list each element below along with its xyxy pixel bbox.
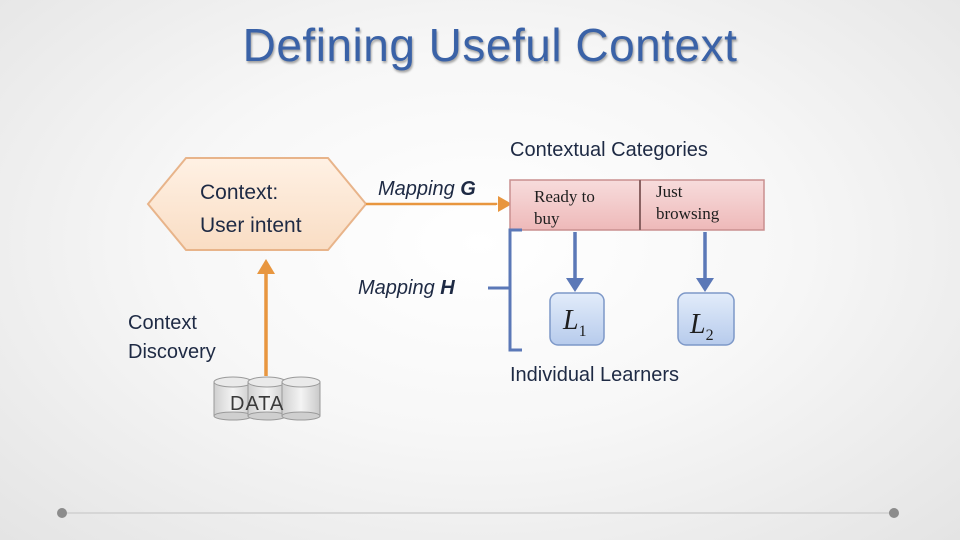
category-2-line2: browsing — [656, 204, 720, 223]
categories-container — [509, 179, 765, 231]
learner-l2-symbol: L2 — [689, 309, 714, 344]
data-store: DATA — [213, 376, 321, 421]
slide-title: Defining Useful Context — [242, 19, 738, 71]
contextual-categories-label: Contextual Categories — [510, 139, 708, 161]
data-cylinder-1 — [213, 376, 253, 421]
learner-l1-symbol: L1 — [562, 305, 587, 340]
bottom-dot-left — [57, 508, 67, 518]
category-boxes: Ready to buy Just browsing — [509, 179, 765, 231]
mapping-h-label: Mapping H — [358, 277, 455, 299]
arrow-to-l1-head — [566, 278, 584, 292]
bottom-rule — [57, 508, 899, 518]
discovery-arrowhead — [257, 259, 275, 274]
context-node: Context: User intent — [146, 157, 368, 251]
mapping-g-arrowhead — [498, 196, 512, 212]
mapping-h-bracket: Mapping H — [358, 228, 522, 352]
context-discovery-line2: Discovery — [128, 341, 216, 363]
mapping-h-bracket-line — [508, 228, 522, 352]
learner-l1-box — [549, 292, 605, 346]
learner-l1: L1 — [549, 292, 605, 346]
data-cylinder-2 — [247, 376, 287, 421]
learner-l2: L2 — [677, 292, 735, 346]
context-discovery-line1: Context — [128, 312, 197, 334]
data-label: DATA — [230, 393, 284, 415]
mapping-g-label: Mapping G — [378, 178, 476, 200]
data-cylinder-3 — [281, 376, 321, 421]
category-1-line2: buy — [534, 209, 560, 228]
category-to-learner-arrows — [566, 232, 714, 292]
context-node-line2: User intent — [200, 214, 302, 237]
context-node-line1: Context: — [200, 181, 278, 204]
learner-l2-box — [677, 292, 735, 346]
context-discovery-arrow — [257, 259, 275, 376]
individual-learners-label: Individual Learners — [510, 364, 679, 386]
category-1-line1: Ready to — [534, 187, 595, 206]
bottom-dot-right — [889, 508, 899, 518]
mapping-g-arrow: Mapping G — [366, 178, 512, 212]
mapping-g-line — [366, 202, 498, 206]
category-2-line1: Just — [656, 182, 683, 201]
context-hexagon — [146, 157, 368, 251]
arrow-to-l2-head — [696, 278, 714, 292]
